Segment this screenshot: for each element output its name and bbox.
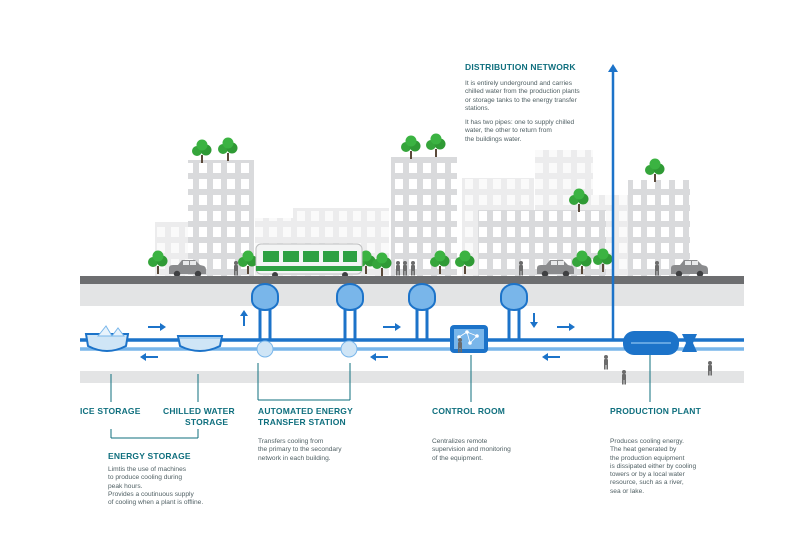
automated-energy-transfer-station-description: Transfers cooling from the primary to th…: [258, 438, 342, 462]
energy-storage-description: Limtis the use of machines to produce co…: [108, 466, 204, 507]
control-room-title: CONTROL ROOM: [432, 406, 506, 416]
control-room: [450, 325, 488, 353]
chilled-water-storage-tank: [176, 335, 224, 352]
ice-storage-tank: [84, 325, 130, 352]
chilled-water-storage-label: CHILLED WATER STORAGE: [163, 406, 235, 427]
ice-storage-label: ICE STORAGE: [80, 406, 141, 416]
production-plant-title: PRODUCTION PLANT: [610, 406, 702, 416]
automated-energy-transfer-station-title: AUTOMATED ENERGY TRANSFER STATION: [258, 406, 353, 427]
flow-arrows: [140, 310, 575, 361]
production-plant-description: Produces cooling energy. The heat genera…: [610, 438, 697, 495]
energy-storage-title: ENERGY STORAGE: [108, 451, 191, 461]
distribution-network-description: It is entirely underground and carries c…: [465, 80, 580, 143]
street-life: [169, 243, 708, 278]
tram: [255, 243, 363, 278]
leader-lines: [110, 355, 651, 439]
production-plant: [604, 331, 712, 385]
distribution-network-title: DISTRIBUTION NETWORK: [465, 62, 576, 72]
control-room-description: Centralizes remote supervision and monit…: [432, 438, 511, 462]
